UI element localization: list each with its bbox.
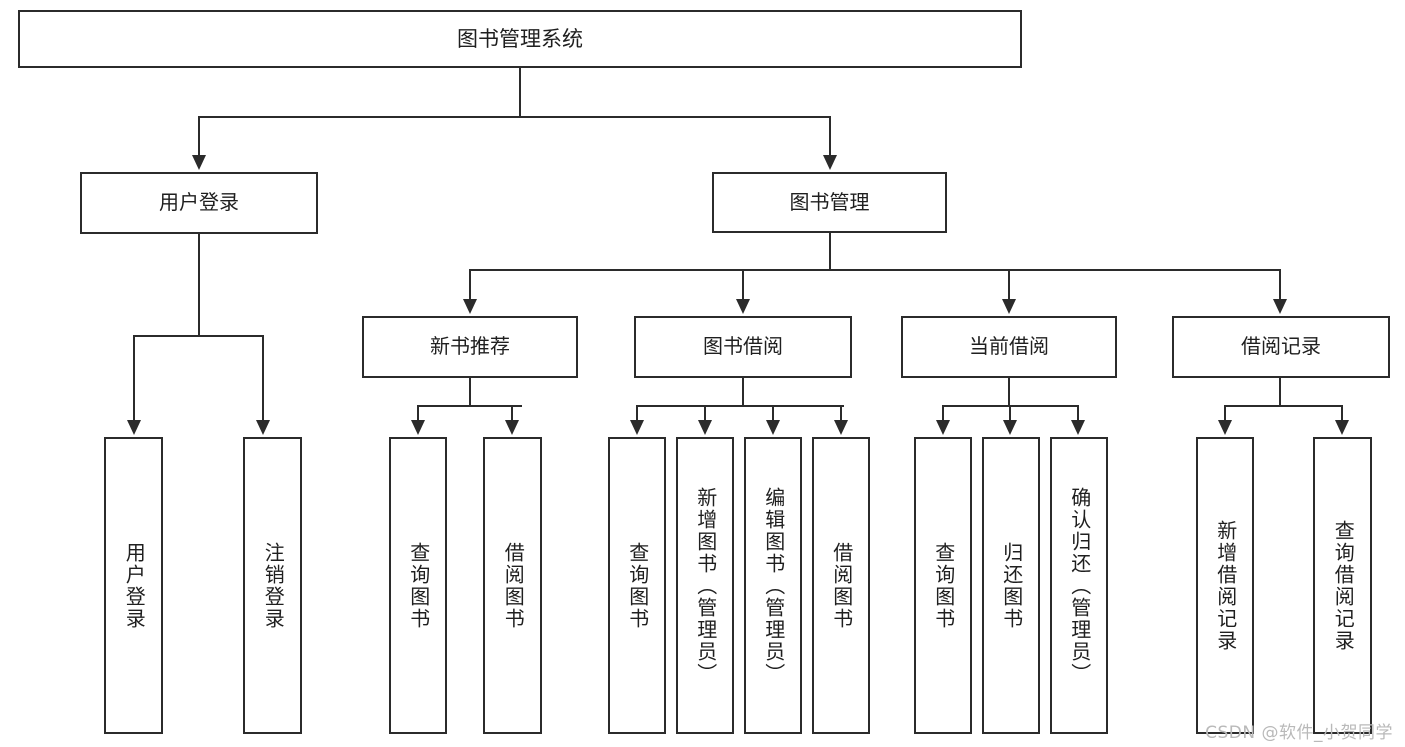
arrowhead-bb-leaf-1 [630,420,644,435]
edge-user-login-to-leaf-2 [262,335,264,422]
edge-bb-leaf-2 [704,405,706,422]
node-label: 借阅图书 [501,541,526,630]
node-label: 借阅记录 [1241,334,1321,359]
edge-new-book-recommend-bus [417,405,522,407]
edge-book-management-stem [829,233,831,271]
node-label: 用户登录 [122,541,147,630]
node-label: 注销登录 [261,541,286,630]
edge-nbr-leaf-1 [417,405,419,422]
node-book-management[interactable]: 图书管理 [712,172,947,233]
node-label: 查询图书 [625,541,650,630]
leaf-bb-add-book-admin[interactable]: 新增图书（管理员） [676,437,734,734]
arrowhead-book-borrow [736,299,750,314]
arrowhead-bb-leaf-4 [834,420,848,435]
edge-to-current-borrow [1008,269,1010,301]
node-label: 归还图书 [999,541,1024,630]
arrowhead-new-book-recommend [463,299,477,314]
leaf-nbr-query-books[interactable]: 查询图书 [389,437,447,734]
node-label: 新增图书（管理员） [693,486,718,685]
node-label: 新书推荐 [430,334,510,359]
edge-root-to-user-login [198,116,200,157]
node-label: 确认归还（管理员） [1067,486,1092,685]
leaf-bb-borrow-books[interactable]: 借阅图书 [812,437,870,734]
edge-cb-leaf-2 [1009,405,1011,422]
leaf-br-add-record[interactable]: 新增借阅记录 [1196,437,1254,734]
node-user-login[interactable]: 用户登录 [80,172,318,234]
csdn-watermark: CSDN @软件_小贺同学 [1205,723,1393,743]
arrowhead-current-borrow [1002,299,1016,314]
edge-to-new-book-recommend [469,269,471,301]
node-root-book-management-system[interactable]: 图书管理系统 [18,10,1022,68]
arrowhead-cb-leaf-3 [1071,420,1085,435]
node-label: 新增借阅记录 [1213,519,1238,652]
edge-br-leaf-2 [1341,405,1343,422]
leaf-logout[interactable]: 注销登录 [243,437,302,734]
edge-cb-leaf-1 [942,405,944,422]
leaf-bb-query-books[interactable]: 查询图书 [608,437,666,734]
node-label: 当前借阅 [969,334,1049,359]
edge-root-bus [198,116,831,118]
edge-borrow-record-stem [1279,378,1281,407]
arrowhead-bb-leaf-2 [698,420,712,435]
arrowhead-br-leaf-2 [1335,420,1349,435]
arrowhead-cb-leaf-2 [1003,420,1017,435]
arrowhead-user-login-leaf-2 [256,420,270,435]
edge-bb-leaf-1 [636,405,638,422]
node-borrow-record[interactable]: 借阅记录 [1172,316,1390,378]
edge-bb-leaf-4 [840,405,842,422]
leaf-cb-return-books[interactable]: 归还图书 [982,437,1040,734]
edge-user-login-to-leaf-1 [133,335,135,422]
node-new-book-recommend[interactable]: 新书推荐 [362,316,578,378]
node-label: 借阅图书 [829,541,854,630]
node-label: 用户登录 [159,190,239,215]
node-label: 查询借阅记录 [1331,519,1356,652]
node-label: 图书管理 [789,189,870,214]
leaf-user-login[interactable]: 用户登录 [104,437,163,734]
leaf-nbr-borrow-books[interactable]: 借阅图书 [483,437,542,734]
arrowhead-br-leaf-1 [1218,420,1232,435]
edge-bb-leaf-3 [772,405,774,422]
node-current-borrow[interactable]: 当前借阅 [901,316,1117,378]
edge-user-login-stem [198,234,200,336]
edge-new-book-recommend-stem [469,378,471,407]
arrowhead-borrow-record [1273,299,1287,314]
edge-to-book-borrow [742,269,744,301]
edge-to-borrow-record [1279,269,1281,301]
node-label: 图书借阅 [703,334,783,359]
arrowhead-cb-leaf-1 [936,420,950,435]
edge-root-to-book-management [829,116,831,157]
arrowhead-nbr-leaf-2 [505,420,519,435]
edge-cb-leaf-3 [1077,405,1079,422]
arrowhead-to-book-management [823,155,837,170]
edge-book-borrow-bus [636,405,844,407]
leaf-bb-edit-book-admin[interactable]: 编辑图书（管理员） [744,437,802,734]
edge-nbr-leaf-2 [511,405,513,422]
leaf-br-query-record[interactable]: 查询借阅记录 [1313,437,1372,734]
leaf-cb-confirm-return-admin[interactable]: 确认归还（管理员） [1050,437,1108,734]
node-label: 编辑图书（管理员） [761,486,786,685]
node-label: 查询图书 [406,541,431,630]
edge-current-borrow-stem [1008,378,1010,407]
node-label: 查询图书 [931,541,956,630]
edge-user-login-bus [133,335,264,337]
edge-br-leaf-1 [1224,405,1226,422]
edge-book-management-bus [469,269,1281,271]
arrowhead-nbr-leaf-1 [411,420,425,435]
node-book-borrow[interactable]: 图书借阅 [634,316,852,378]
edge-root-stem [519,68,521,117]
edge-borrow-record-bus [1224,405,1343,407]
arrowhead-user-login-leaf-1 [127,420,141,435]
arrowhead-bb-leaf-3 [766,420,780,435]
leaf-cb-query-books[interactable]: 查询图书 [914,437,972,734]
arrowhead-to-user-login [192,155,206,170]
node-label: 图书管理系统 [457,26,583,51]
edge-book-borrow-stem [742,378,744,407]
